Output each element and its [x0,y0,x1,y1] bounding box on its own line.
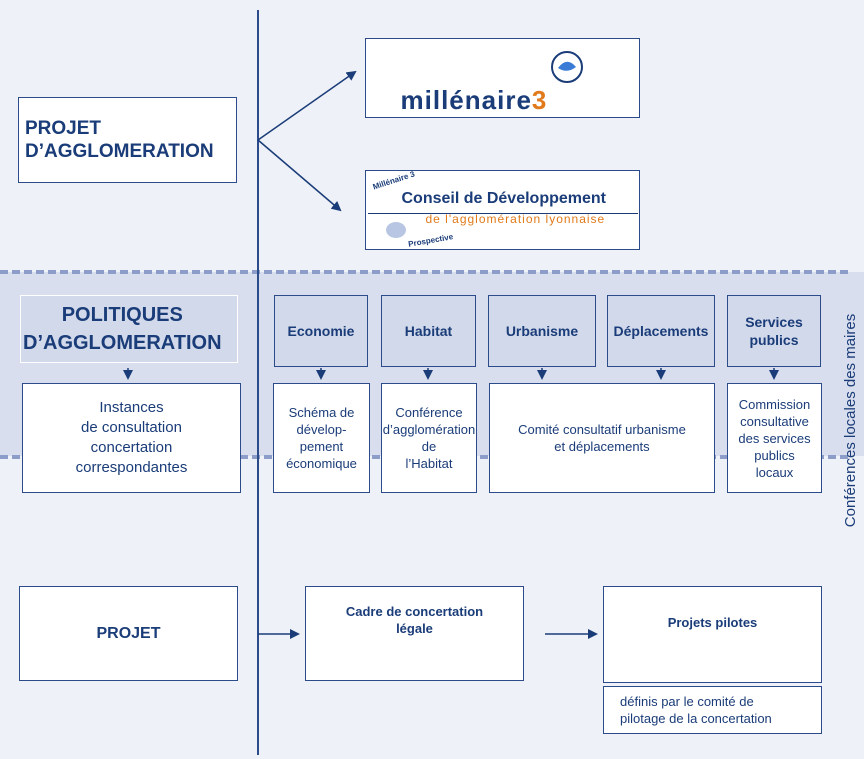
theme-economie: Economie [274,295,368,367]
logo-3: 3 [531,85,548,115]
instance-habitat-text: Conférence d’agglomération de l’Habitat [382,405,476,471]
projet-agglomeration-box: PROJET D’AGGLOMERATION [18,97,237,183]
instances-text: Instances de consultation concertation c… [75,399,188,476]
millenaire3-logo: millénaire3 [383,43,623,115]
instance-services-publics-text: Commission consultative des services pub… [738,396,811,480]
projet-box: PROJET [19,586,238,681]
theme-urbanisme-label: Urbanisme [505,323,579,339]
dashed-divider-top [0,270,848,274]
projets-pilotes-detail-box: définis par le comité de pilotage de la … [603,686,822,734]
politiques-agglomeration-box: POLITIQUES D’AGGLOMERATION [20,295,238,363]
instances-box: Instances de consultation concertation c… [22,383,241,493]
projet-agglomeration-title: PROJET D’AGGLOMERATION [25,118,214,162]
theme-habitat: Habitat [381,295,476,367]
logo-conseil-title: Conseil de Développement [401,190,607,207]
instance-services-publics: Commission consultative des services pub… [727,383,822,493]
theme-deplacements: Déplacements [607,295,715,367]
logo-m: m [400,85,425,115]
projet-title: PROJET [96,624,161,642]
theme-services-publics: Services publics [727,295,821,367]
projets-pilotes-title: Projets pilotes [667,615,758,630]
logo-conseil-subtitle: de l'agglomération lyonnaise [425,212,606,226]
instance-economie-text: Schéma de dévelop- pement économique [286,405,357,471]
arrow-to-conseil [257,139,342,212]
vertical-divider [257,10,259,755]
cadre-concertation-text: Cadre de concertation légale [345,604,484,636]
conseil-developpement-logo: Millénaire 3 Conseil de Développement de… [367,169,638,249]
politiques-agglomeration-title: POLITIQUES D’AGGLOMERATION [23,304,222,354]
instance-urbanisme-text: Comité consultatif urbanisme et déplacem… [518,422,686,454]
eye-icon [550,51,583,83]
instance-urbanisme-deplacements: Comité consultatif urbanisme et déplacem… [489,383,715,493]
theme-services-publics-label: Services publics [745,314,803,348]
projets-pilotes-detail: définis par le comité de pilotage de la … [620,694,772,726]
theme-habitat-label: Habitat [404,323,453,339]
theme-urbanisme: Urbanisme [488,295,596,367]
theme-deplacements-label: Déplacements [613,323,709,339]
millenaire3-logo-box: millénaire3 [365,38,640,118]
logo-text: illénaire [424,85,532,115]
cadre-concertation-box: Cadre de concertation légale [305,586,524,681]
projets-pilotes-box: Projets pilotes [603,586,822,683]
logo-rule [367,213,638,214]
instance-habitat: Conférence d’agglomération de l’Habitat [381,383,477,493]
instance-economie: Schéma de dévelop- pement économique [273,383,370,493]
arrow-to-millenaire3 [257,70,357,141]
logo-globe-icon [385,222,406,238]
conseil-developpement-logo-box: Millénaire 3 Conseil de Développement de… [365,169,640,250]
theme-economie-label: Economie [287,323,355,339]
